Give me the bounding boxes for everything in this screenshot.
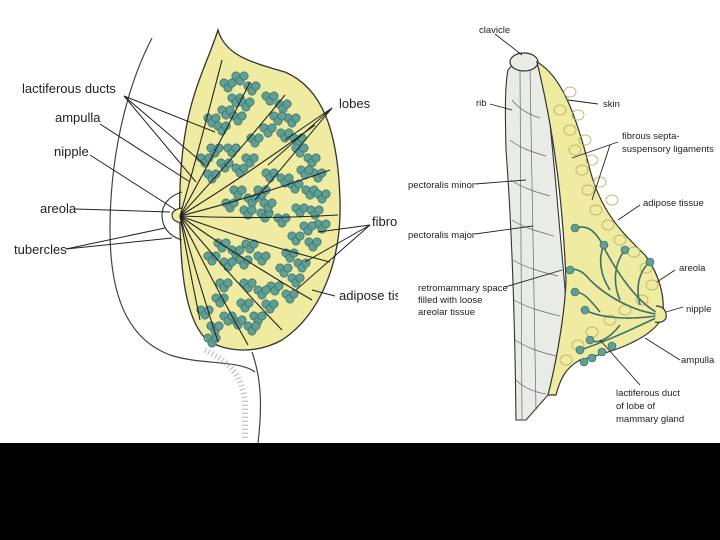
- lobule: [313, 238, 321, 246]
- lobule: [240, 72, 248, 80]
- lobule: [248, 206, 256, 214]
- lobule: [275, 282, 283, 290]
- label-skin: skin: [603, 99, 620, 110]
- breast-anatomy-diagrams: lactiferous ducts ampulla nipple areola …: [0, 0, 720, 443]
- nipple-sagittal: [655, 306, 666, 322]
- gland-lobule: [600, 241, 608, 249]
- clavicle-shape: [510, 53, 538, 71]
- lobule: [212, 114, 220, 122]
- gland-lobule: [608, 342, 616, 350]
- label-rib: rib: [476, 98, 487, 109]
- lobule: [312, 154, 320, 162]
- gland-lobule: [566, 266, 574, 274]
- lobule: [268, 199, 276, 207]
- fat-lobule: [594, 177, 606, 187]
- lobule: [296, 274, 304, 282]
- lobule: [238, 316, 246, 324]
- label-pectoralis-minor: pectoralis minor: [408, 180, 475, 191]
- lobule: [322, 190, 330, 198]
- label-ampulla-right: ampulla: [681, 355, 715, 366]
- label-nipple-right: nipple: [686, 304, 711, 315]
- label-fibrous-septa-line2: suspensory ligaments: [622, 144, 714, 155]
- gland-lobule: [621, 246, 629, 254]
- lobule: [258, 312, 266, 320]
- lobule: [308, 222, 316, 230]
- lobule: [292, 114, 300, 122]
- lobule: [270, 300, 278, 308]
- lobule: [282, 214, 290, 222]
- anatomy-figure: lactiferous ducts ampulla nipple areola …: [0, 0, 720, 443]
- label-tubercles: tubercles: [14, 242, 67, 257]
- gland-lobule: [598, 348, 606, 356]
- label-areola: areola: [40, 201, 77, 216]
- lobule: [250, 154, 258, 162]
- lobule: [222, 239, 230, 247]
- panel-gap: [398, 0, 410, 443]
- lobule: [238, 112, 246, 120]
- gland-lobule: [571, 224, 579, 232]
- bottom-black-band: [0, 443, 720, 540]
- label-pectoralis-major: pectoralis major: [408, 230, 475, 241]
- lobule: [270, 169, 278, 177]
- lobule: [255, 134, 263, 142]
- torso-side-outline: [252, 352, 260, 443]
- lobule: [225, 159, 233, 167]
- label-ampulla: ampulla: [55, 110, 101, 125]
- lobule: [283, 100, 291, 108]
- lobule: [245, 299, 253, 307]
- label-nipple: nipple: [54, 144, 89, 159]
- gland-lobule: [588, 354, 596, 362]
- lobule: [315, 206, 323, 214]
- fat-lobule: [606, 195, 618, 205]
- shading: [205, 350, 245, 440]
- label-retromammary-line2: filled with loose: [418, 295, 482, 306]
- label-fibrous: fibro: [372, 214, 397, 229]
- lobule: [285, 174, 293, 182]
- left-anatomy-diagram: lactiferous ducts ampulla nipple areola …: [14, 30, 408, 443]
- lobule: [224, 279, 232, 287]
- label-lactiferous-duct-line2: of lobe of: [616, 401, 655, 412]
- gland-lobule: [586, 336, 594, 344]
- lobule: [248, 279, 256, 287]
- lobule: [252, 82, 260, 90]
- lobule: [232, 144, 240, 152]
- gland-lobule: [576, 346, 584, 354]
- right-anatomy-diagram: clavicle rib skin fibrous septa- suspens…: [408, 25, 715, 425]
- label-areola-right: areola: [679, 263, 706, 274]
- label-fibrous-septa-line1: fibrous septa-: [622, 131, 680, 142]
- lobule: [284, 264, 292, 272]
- gland-lobule: [581, 306, 589, 314]
- lobule: [215, 322, 223, 330]
- gland-lobule: [646, 258, 654, 266]
- lobule: [212, 252, 220, 260]
- lobule: [252, 322, 260, 330]
- label-adipose-tissue-right: adipose tissue: [643, 198, 704, 209]
- lobule: [238, 186, 246, 194]
- lobule: [246, 98, 254, 106]
- label-adipose-tissue: adipose tiss: [339, 288, 408, 303]
- lobule: [296, 232, 304, 240]
- lobule: [228, 258, 236, 266]
- label-lactiferous-ducts: lactiferous ducts: [22, 81, 116, 96]
- label-retromammary-line1: retromammary space: [418, 283, 508, 294]
- lobule: [322, 220, 330, 228]
- gland-lobule: [571, 288, 579, 296]
- lobule: [270, 92, 278, 100]
- label-clavicle: clavicle: [479, 25, 510, 36]
- lobule: [262, 252, 270, 260]
- lobule: [268, 124, 276, 132]
- label-lactiferous-duct-line1: lactiferous duct: [616, 388, 680, 399]
- lobule: [262, 286, 270, 294]
- gland-lobule: [580, 358, 588, 366]
- lobule: [305, 166, 313, 174]
- lobule: [278, 112, 286, 120]
- fat-lobule: [564, 87, 576, 97]
- label-lobes: lobes: [339, 96, 371, 111]
- label-retromammary-line3: areolar tissue: [418, 307, 475, 318]
- label-lactiferous-duct-line3: mammary gland: [616, 414, 684, 425]
